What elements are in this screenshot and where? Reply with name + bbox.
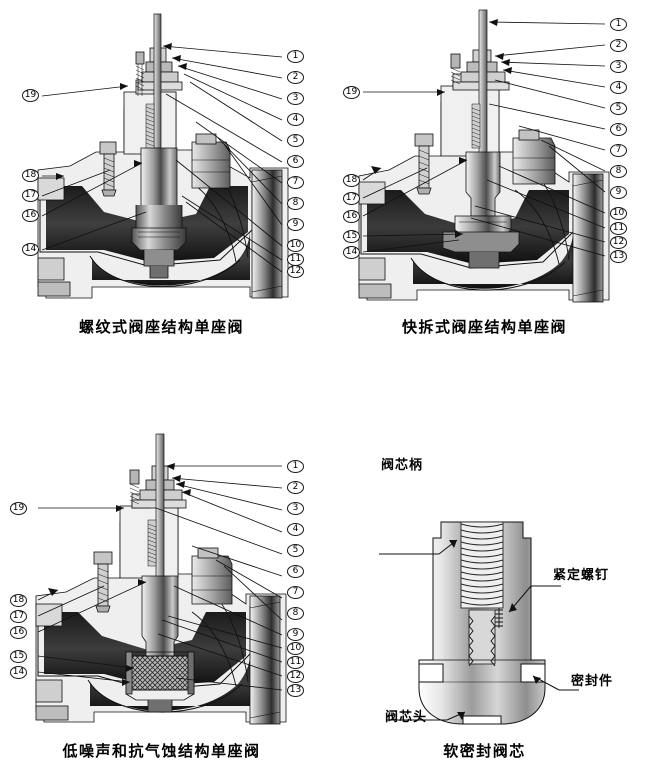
- callout-14[interactable]: 14: [22, 243, 39, 256]
- caption-threaded-seat: 螺纹式阀座结构单座阀: [78, 318, 244, 336]
- callout-3[interactable]: 3: [610, 60, 627, 73]
- callout-15[interactable]: 15: [10, 650, 27, 663]
- figure-threaded-seat: 1 2 3 4 5 6 7 8 9 10 11 12 19 18 17 16 1…: [0, 0, 323, 350]
- soft-seal-drawing: [379, 521, 579, 725]
- callout-18[interactable]: 18: [343, 174, 360, 187]
- callout-12[interactable]: 12: [610, 236, 627, 249]
- callout-11[interactable]: 11: [610, 222, 627, 235]
- callout-1[interactable]: 1: [287, 50, 304, 63]
- figure-low-noise: 1 2 3 4 5 6 7 8 9 10 11 12 13 19 18 17 1…: [0, 420, 323, 776]
- callout-8[interactable]: 8: [610, 165, 627, 178]
- callout-17[interactable]: 17: [343, 192, 360, 205]
- low-noise-drawing: [35, 433, 287, 725]
- callout-5[interactable]: 5: [287, 134, 304, 147]
- callout-7[interactable]: 7: [287, 176, 304, 189]
- callout-6[interactable]: 6: [287, 565, 304, 578]
- callout-9[interactable]: 9: [287, 628, 304, 641]
- seal-label: 密封件: [571, 674, 614, 689]
- leader-arrowheads-left: [56, 83, 142, 180]
- callout-1[interactable]: 1: [287, 460, 304, 473]
- callout-6[interactable]: 6: [287, 155, 304, 168]
- callout-10[interactable]: 10: [287, 239, 304, 252]
- callout-2[interactable]: 2: [287, 481, 304, 494]
- callout-3[interactable]: 3: [287, 92, 304, 105]
- callout-10[interactable]: 10: [287, 642, 304, 655]
- callout-12[interactable]: 12: [287, 670, 304, 683]
- callout-10[interactable]: 10: [610, 207, 627, 220]
- callout-18[interactable]: 18: [10, 594, 27, 607]
- callout-18[interactable]: 18: [22, 169, 39, 182]
- callout-8[interactable]: 8: [287, 607, 304, 620]
- leader-arrowheads-right: [163, 43, 187, 70]
- callout-4[interactable]: 4: [287, 113, 304, 126]
- callout-2[interactable]: 2: [610, 39, 627, 52]
- leader-lines-right: [155, 465, 283, 691]
- callout-4[interactable]: 4: [287, 523, 304, 536]
- callout-19[interactable]: 19: [22, 89, 39, 102]
- callout-9[interactable]: 9: [610, 186, 627, 199]
- callout-19[interactable]: 19: [10, 502, 27, 515]
- leader-lines-left: [362, 91, 468, 253]
- caption-quick-seat: 快拆式阀座结构单座阀: [401, 318, 567, 336]
- leader-lines-left: [37, 507, 147, 683]
- callout-7[interactable]: 7: [287, 586, 304, 599]
- head-label: 阀芯头: [385, 710, 428, 725]
- threaded-seat-drawing: [37, 13, 289, 299]
- callout-16[interactable]: 16: [343, 210, 360, 223]
- callout-17[interactable]: 17: [22, 189, 39, 202]
- figure-soft-seal: 阀芯柄 紧定螺钉 密封件 阀芯头 软密封阀芯: [323, 420, 646, 776]
- callout-1[interactable]: 1: [610, 18, 627, 31]
- callout-19[interactable]: 19: [343, 86, 360, 99]
- callout-16[interactable]: 16: [10, 626, 27, 639]
- part-leader-arrowheads: [449, 540, 541, 720]
- quick-seat-drawing: [358, 9, 610, 303]
- callout-5[interactable]: 5: [287, 544, 304, 557]
- stem-label: 阀芯柄: [381, 458, 424, 473]
- callout-5[interactable]: 5: [610, 102, 627, 115]
- callout-3[interactable]: 3: [287, 502, 304, 515]
- callout-14[interactable]: 14: [343, 246, 360, 259]
- caption-soft-seal: 软密封阀芯: [443, 742, 526, 760]
- leader-lines-left: [41, 85, 147, 251]
- callout-9[interactable]: 9: [287, 218, 304, 231]
- callout-13[interactable]: 13: [287, 684, 304, 697]
- callout-15[interactable]: 15: [343, 230, 360, 243]
- callout-8[interactable]: 8: [287, 197, 304, 210]
- caption-low-noise: 低噪声和抗气蚀结构单座阀: [62, 742, 261, 760]
- callout-13[interactable]: 13: [610, 250, 627, 263]
- callout-11[interactable]: 11: [287, 656, 304, 669]
- set-screw-label: 紧定螺钉: [553, 568, 610, 583]
- leader-lines-right: [162, 45, 283, 273]
- callout-4[interactable]: 4: [610, 81, 627, 94]
- figure-quick-seat: 1 2 3 4 5 6 7 8 9 10 11 12 13 19 18 17 1…: [323, 0, 646, 350]
- callout-6[interactable]: 6: [610, 123, 627, 136]
- callout-2[interactable]: 2: [287, 71, 304, 84]
- callout-16[interactable]: 16: [22, 209, 39, 222]
- callout-14[interactable]: 14: [10, 666, 27, 679]
- callout-7[interactable]: 7: [610, 144, 627, 157]
- callout-12[interactable]: 12: [287, 265, 304, 278]
- leader-lines-right: [470, 21, 606, 257]
- callout-17[interactable]: 17: [10, 610, 27, 623]
